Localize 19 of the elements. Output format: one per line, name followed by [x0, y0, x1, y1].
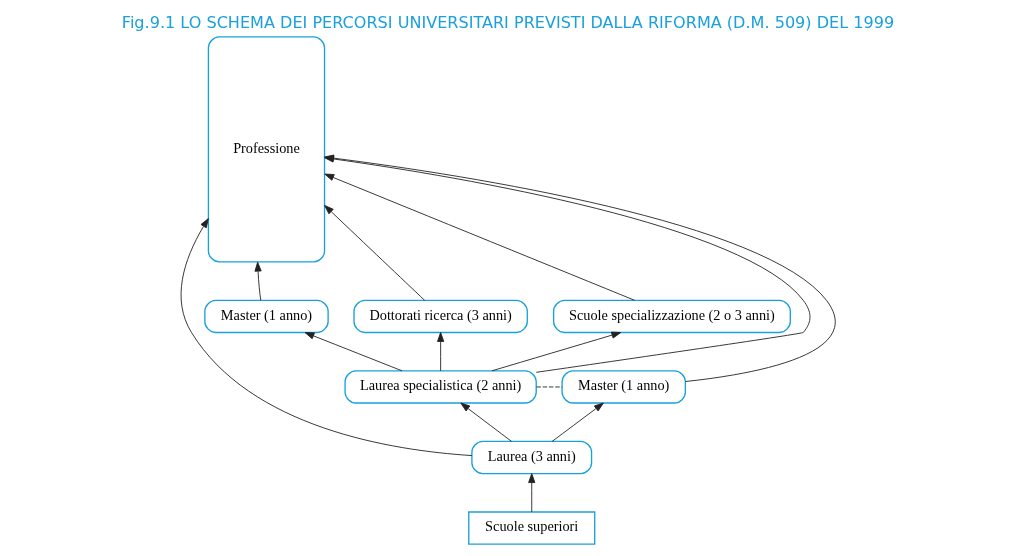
- arrow: [437, 332, 445, 372]
- node-box: Scuole specializzazione (2 o 3 anni): [552, 299, 791, 334]
- node-box: Master (1 anno): [561, 370, 687, 404]
- node-box: Professione: [207, 36, 326, 263]
- node-box: Laurea (3 anni): [471, 440, 593, 475]
- node-box: Laurea specialistica (2 anni): [344, 370, 537, 404]
- arrow: [528, 473, 536, 513]
- arrow: [254, 261, 262, 301]
- arrow: [304, 332, 403, 372]
- arrow: [324, 173, 635, 301]
- node-box: Scuole superiori: [468, 511, 596, 545]
- node-box: Master (1 anno): [204, 299, 329, 334]
- arrow: [324, 204, 425, 301]
- arrow: [460, 402, 512, 442]
- arrow: [491, 331, 622, 372]
- arrow: [180, 218, 473, 456]
- node-box: Dottorati ricerca (3 anni): [353, 299, 528, 334]
- arrow: [551, 402, 604, 442]
- diagram-title: Fig.9.1 LO SCHEMA DEI PERCORSI UNIVERSITARI PREVISTI DALLA RIFORMA (D.M. 509) DEL 1999: [121, 13, 895, 33]
